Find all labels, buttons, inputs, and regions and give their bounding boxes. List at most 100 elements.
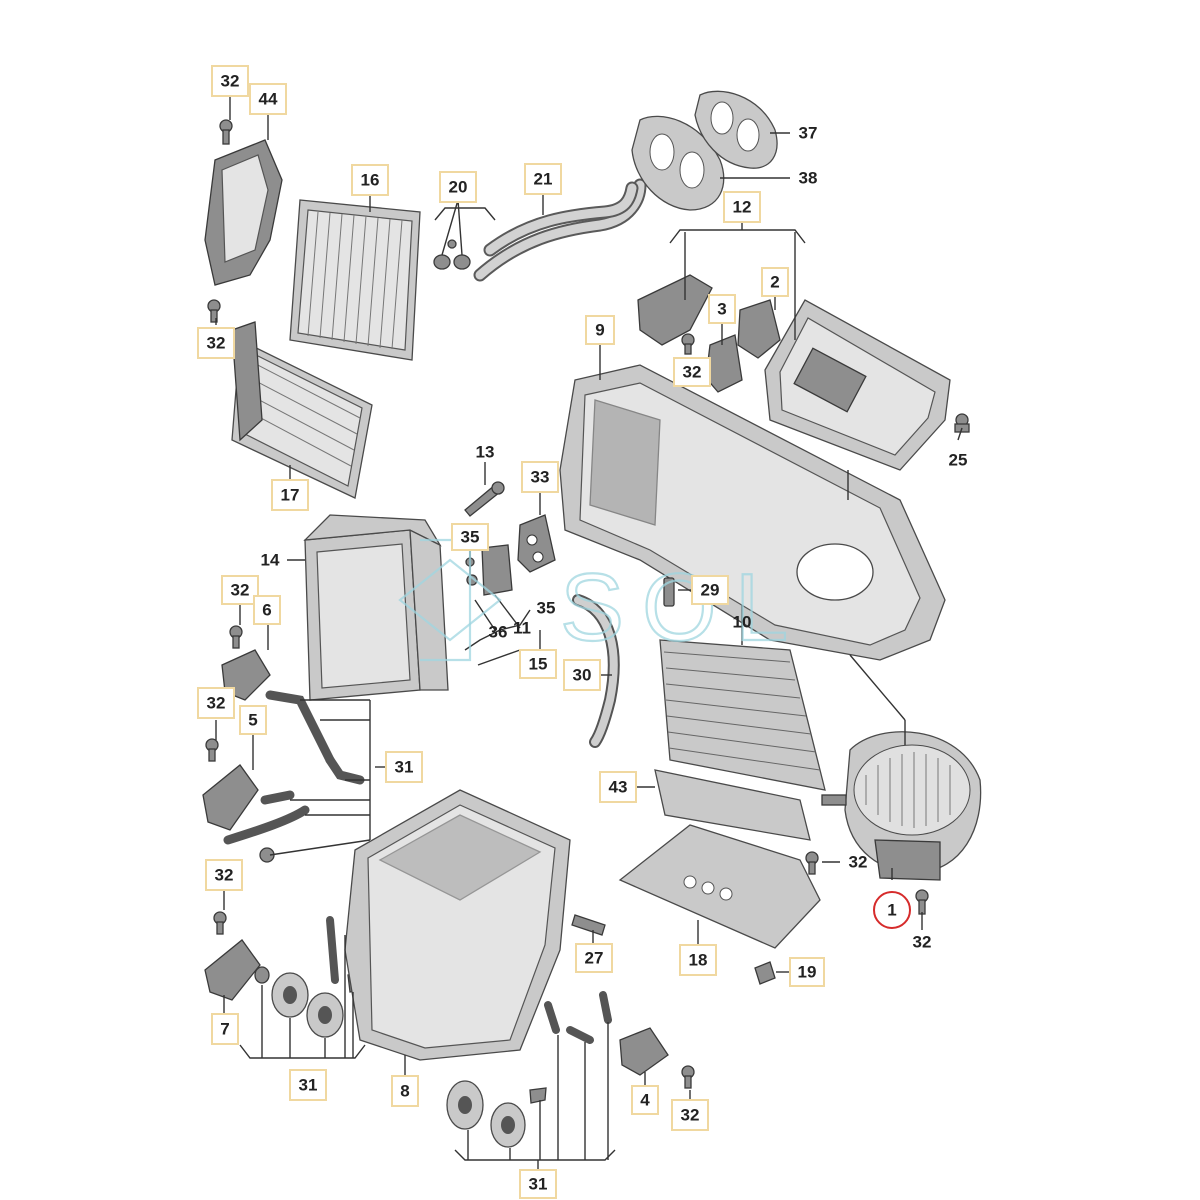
svg-text:9: 9 — [595, 321, 604, 340]
lower-housing-part-8 — [344, 789, 571, 1061]
svg-text:19: 19 — [798, 963, 817, 982]
svg-text:21: 21 — [534, 170, 553, 189]
housing-cover-part-12-assembly — [764, 299, 951, 471]
svg-text:27: 27 — [585, 949, 604, 968]
watermark: SOL — [398, 538, 806, 662]
grommet-part-33 — [517, 514, 556, 573]
watermark-text: SOL — [560, 554, 806, 661]
callout-21: 21 — [524, 163, 562, 195]
svg-text:16: 16 — [361, 171, 380, 190]
svg-text:8: 8 — [400, 1082, 409, 1101]
screw-32-actuator-7 — [213, 911, 227, 935]
core-part-17 — [231, 321, 373, 499]
callout-36: 36 — [489, 623, 508, 642]
blower-motor-part-1 — [821, 731, 982, 881]
screw-32-actuator-5 — [205, 738, 219, 762]
callout-35-top: 35 — [451, 523, 489, 551]
callout-4: 4 — [631, 1085, 659, 1115]
callout-14: 14 — [261, 551, 280, 570]
bracket-part-44 — [204, 139, 283, 286]
actuator-part-4 — [619, 1027, 669, 1076]
sensor-part-29 — [663, 577, 675, 607]
evaporator-part-14 — [303, 514, 449, 701]
cover-plate-part-18 — [618, 824, 821, 949]
main-housing-part-9 — [559, 364, 946, 661]
svg-text:35: 35 — [461, 528, 480, 547]
screw-32-actuator-6 — [229, 625, 243, 649]
callout-31-lower-left: 31 — [289, 1069, 327, 1101]
screw-32-actuator-4 — [681, 1065, 695, 1089]
callout-38: 38 — [799, 169, 818, 188]
svg-text:17: 17 — [281, 486, 300, 505]
svg-text:3: 3 — [717, 300, 726, 319]
callout-32-left: 32 — [197, 327, 235, 359]
svg-text:4: 4 — [640, 1091, 650, 1110]
svg-text:31: 31 — [529, 1175, 548, 1194]
svg-text:31: 31 — [395, 758, 414, 777]
coolant-pipes-part-21 — [473, 178, 647, 282]
svg-text:43: 43 — [609, 778, 628, 797]
callout-32-actuator-5: 32 — [197, 687, 235, 719]
gasket-part-38 — [631, 115, 725, 211]
gasket-part-37 — [694, 90, 778, 169]
callout-12: 12 — [723, 191, 761, 223]
screw-32-servo — [681, 333, 695, 355]
svg-text:7: 7 — [220, 1020, 229, 1039]
callout-2: 2 — [761, 267, 789, 297]
screw-32-plate — [805, 851, 819, 875]
svg-text:6: 6 — [262, 601, 271, 620]
svg-text:5: 5 — [248, 711, 257, 730]
callout-35-bottom: 35 — [537, 599, 556, 618]
callout-6: 6 — [253, 595, 281, 625]
svg-text:2: 2 — [770, 273, 779, 292]
svg-text:32: 32 — [207, 334, 226, 353]
svg-text:15: 15 — [529, 655, 548, 674]
callout-10: 10 — [733, 613, 752, 632]
callout-43: 43 — [599, 771, 637, 803]
callout-17: 17 — [271, 479, 309, 511]
callout-31-bottom: 31 — [519, 1169, 557, 1199]
svg-text:32: 32 — [681, 1106, 700, 1125]
callout-1-highlighted: 1 — [873, 891, 911, 929]
callout-5: 5 — [239, 705, 267, 735]
svg-text:12: 12 — [733, 198, 752, 217]
callout-18: 18 — [679, 944, 717, 976]
callout-37: 37 — [799, 124, 818, 143]
svg-text:29: 29 — [701, 581, 720, 600]
callout-11: 11 — [513, 619, 531, 638]
linkage-rods-part-31 — [223, 690, 365, 863]
callout-30: 30 — [563, 659, 601, 691]
svg-text:32: 32 — [215, 866, 234, 885]
servo-motor-group-part-12 — [637, 274, 781, 393]
callout-32-blower: 32 — [913, 933, 932, 952]
filter-frame-part-43 — [654, 769, 811, 841]
callout-25: 25 — [949, 451, 968, 470]
screw-32-top — [219, 119, 233, 145]
callout-15: 15 — [519, 649, 557, 679]
svg-text:18: 18 — [689, 951, 708, 970]
drain-hose-part-30 — [572, 594, 620, 748]
callout-32-actuator-7: 32 — [205, 859, 243, 891]
callout-13: 13 — [476, 443, 495, 462]
callout-31-upper: 31 — [385, 751, 423, 783]
screw-32-blower — [915, 889, 929, 915]
callout-33: 33 — [521, 461, 559, 493]
callout-7: 7 — [211, 1013, 239, 1045]
callout-labels: 32 44 16 20 21 37 38 12 2 3 32 9 25 32 1… — [197, 65, 968, 1199]
o-rings-part-20 — [433, 239, 471, 270]
actuator-part-5 — [202, 764, 259, 831]
actuator-part-7 — [204, 939, 261, 1001]
callout-32: 32 — [211, 65, 249, 97]
callout-16: 16 — [351, 164, 389, 196]
svg-text:20: 20 — [449, 178, 468, 197]
callout-29: 29 — [691, 575, 729, 605]
expansion-valve-part-11 — [465, 544, 513, 596]
leader-lines — [215, 96, 963, 1172]
svg-text:32: 32 — [221, 72, 240, 91]
sensor-part-27 — [571, 914, 606, 936]
callout-44: 44 — [249, 83, 287, 115]
svg-text:32: 32 — [683, 363, 702, 382]
svg-text:1: 1 — [887, 901, 896, 920]
svg-text:44: 44 — [259, 90, 278, 109]
callout-32-plate: 32 — [849, 853, 868, 872]
